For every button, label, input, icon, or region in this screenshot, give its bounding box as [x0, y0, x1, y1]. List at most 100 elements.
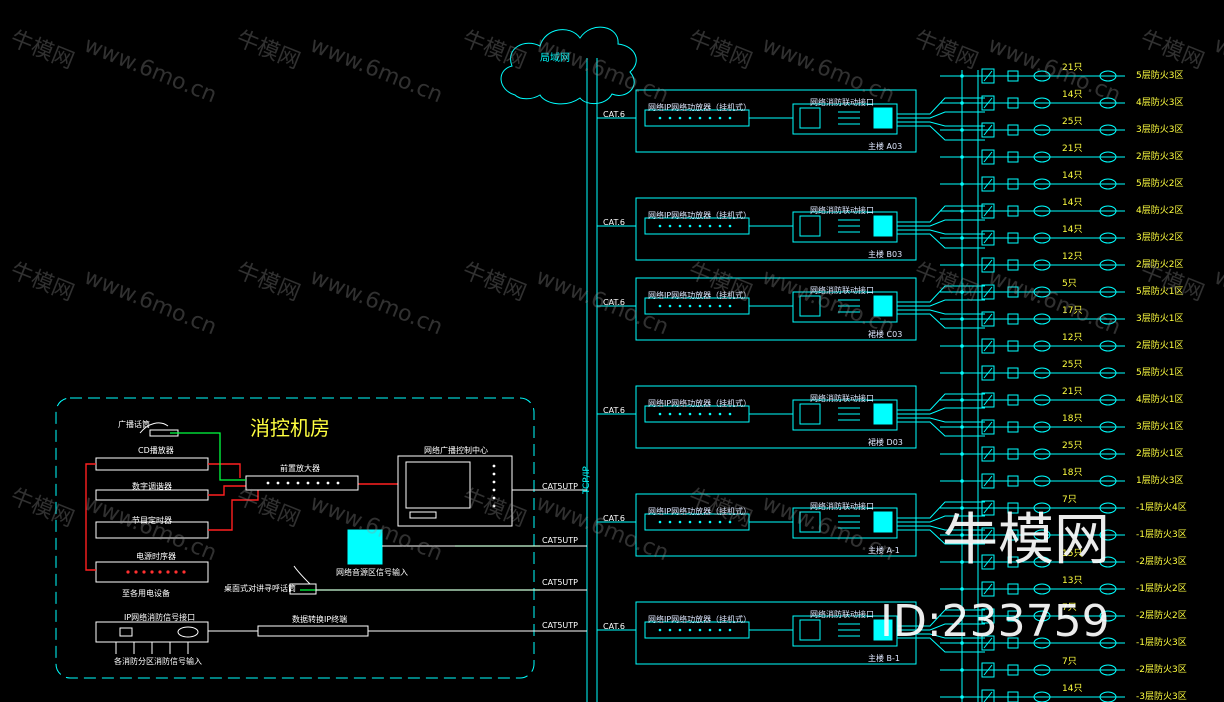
zone-speaker-count: 14只	[1062, 90, 1083, 100]
speaker-icon	[1033, 394, 1051, 406]
zone-relay-icon	[1007, 394, 1019, 406]
amp-knob	[658, 412, 662, 416]
amp-knob	[698, 628, 702, 632]
floor-cat-label: CAT.6	[603, 406, 626, 415]
zone-feed-line	[897, 205, 985, 223]
control-center-led	[492, 464, 496, 468]
fire-linkage-interface	[792, 291, 898, 323]
amp-knob	[668, 628, 672, 632]
interface-screen	[799, 295, 821, 317]
zone-relay-icon	[1007, 664, 1019, 676]
speaker-icon	[1033, 529, 1051, 541]
speaker-icon	[1033, 151, 1051, 163]
zone-name-label: 5层防火2区	[1136, 179, 1184, 189]
control-center-led	[492, 488, 496, 492]
preamp-knob	[316, 481, 320, 485]
speaker-icon	[1099, 205, 1117, 217]
zone-relay-icon	[1007, 286, 1019, 298]
amp-knob	[698, 116, 702, 120]
converter-label: 数据转换IP终端	[292, 615, 348, 624]
amp-knob	[728, 520, 732, 524]
amp-knob	[668, 520, 672, 524]
zone-switch-slash	[983, 151, 993, 163]
zone-switch-icon	[981, 689, 995, 702]
zone-switch-slash	[983, 313, 993, 325]
amp-knob	[718, 412, 722, 416]
zone-switch-slash	[983, 205, 993, 217]
floor-device2-label: 网络消防联动接口	[810, 502, 874, 511]
cat-label-1: CAT5UTP	[542, 482, 578, 491]
zone-name-label: 3层防火1区	[1136, 314, 1184, 324]
tuner-label: 数字调谐器	[132, 482, 172, 491]
mic-gooseneck	[139, 422, 169, 434]
control-center-screen	[405, 461, 471, 509]
red-signal-wire	[208, 463, 241, 478]
zone-speaker-count: 14只	[1062, 225, 1083, 235]
interface-screen	[799, 619, 821, 641]
preamp-knob	[296, 481, 300, 485]
zone-switch-icon	[981, 446, 995, 462]
preamp-knob	[326, 481, 330, 485]
zone-feed-line	[897, 285, 985, 303]
floor-group-box	[635, 493, 917, 557]
zone-name-label: 5层防火1区	[1136, 287, 1184, 297]
zone-switch-slash	[983, 583, 993, 595]
zone-feed-line	[897, 313, 985, 329]
floor-device1-label: 网络IP网络功放器（挂机式）	[648, 291, 752, 300]
amp-knob	[658, 304, 662, 308]
zone-relay-icon	[1007, 97, 1019, 109]
amp-knob	[698, 412, 702, 416]
red-signal-wire	[208, 485, 246, 496]
speaker-icon	[1033, 421, 1051, 433]
power-led	[134, 570, 138, 574]
zone-name-label: 5层防火3区	[1136, 71, 1184, 81]
amp-knob	[688, 224, 692, 228]
zone-switch-icon	[981, 230, 995, 246]
control-center-led	[492, 496, 496, 500]
floor-device2-label: 网络消防联动接口	[810, 286, 874, 295]
zone-switch-slash	[983, 286, 993, 298]
control-center-label: 网络广播控制中心	[424, 446, 488, 455]
lan-cloud-label: 局域网	[540, 53, 570, 64]
zone-speaker-count: 14只	[1062, 198, 1083, 208]
desk-mic-neck	[293, 565, 311, 585]
amp-knob	[708, 628, 712, 632]
power-sub-label: 至各用电设备	[122, 589, 170, 598]
zone-switch-slash	[983, 448, 993, 460]
zone-feed-line	[897, 111, 985, 119]
zone-bus-node	[960, 371, 964, 375]
cat-label-2: CAT5UTP	[542, 536, 578, 545]
zone-speaker-count: 18只	[1062, 414, 1083, 424]
zone-speaker-count: 25只	[1062, 441, 1083, 451]
speaker-icon	[1099, 232, 1117, 244]
floor-device1-label: 网络IP网络功放器（挂机式）	[648, 507, 752, 516]
control-center-device	[397, 455, 513, 527]
zone-switch-slash	[983, 367, 993, 379]
amp-knob	[678, 116, 682, 120]
zone-switch-icon	[981, 635, 995, 651]
zone-name-label: 3层防火2区	[1136, 233, 1184, 243]
zone-name-label: 3层防火1区	[1136, 422, 1184, 432]
zone-bus-node	[960, 236, 964, 240]
red-signal-wire	[208, 490, 259, 531]
zone-switch-slash	[983, 97, 993, 109]
zone-feed-line	[897, 299, 985, 307]
speaker-icon	[1099, 556, 1117, 568]
floor-device2-label: 网络消防联动接口	[810, 206, 874, 215]
zone-switch-icon	[981, 527, 995, 543]
zone-switch-icon	[981, 473, 995, 489]
interface-panel	[873, 511, 893, 533]
amp-knob	[728, 304, 732, 308]
zone-bus-node	[960, 533, 964, 537]
speaker-icon	[1033, 70, 1051, 82]
preamp-knob	[336, 481, 340, 485]
zone-switch-icon	[981, 608, 995, 624]
amp-knob	[698, 520, 702, 524]
zone-bus-node	[960, 263, 964, 267]
floor-cat-label: CAT.6	[603, 622, 626, 631]
amp-knob	[688, 628, 692, 632]
mic-label: 广播话筒	[118, 420, 150, 429]
zone-relay-icon	[1007, 610, 1019, 622]
fire-linkage-interface	[792, 103, 898, 135]
